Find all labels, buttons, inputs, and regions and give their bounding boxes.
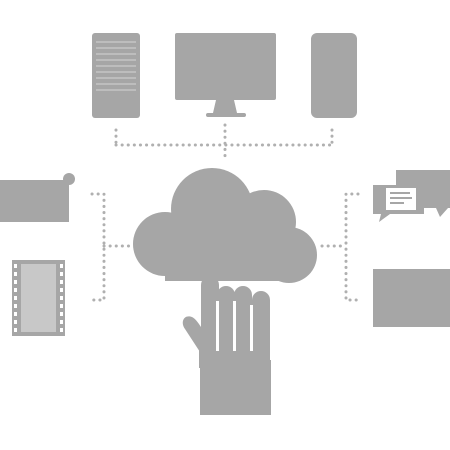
desktop-monitor-icon [175, 33, 276, 117]
server-drive-bays [96, 41, 136, 91]
film-frame [21, 264, 56, 332]
smartphone-icon [311, 33, 357, 118]
film-sprocket-holes [14, 264, 63, 332]
cloud-icon [133, 168, 317, 283]
chat-bubbles-icon [373, 170, 450, 222]
tablet-icon [373, 269, 450, 327]
connector-lines [90, 123, 360, 302]
connector-right-bracket [344, 192, 360, 302]
server-tower-icon [92, 33, 140, 118]
chat-text-lines [390, 192, 412, 204]
projector-screen-icon [0, 173, 75, 222]
film-strip-icon [12, 260, 65, 336]
connector-left-bracket [90, 192, 106, 302]
pointing-hand-icon [182, 276, 271, 415]
device-icons [0, 33, 450, 415]
finger-gaps [216, 301, 253, 351]
